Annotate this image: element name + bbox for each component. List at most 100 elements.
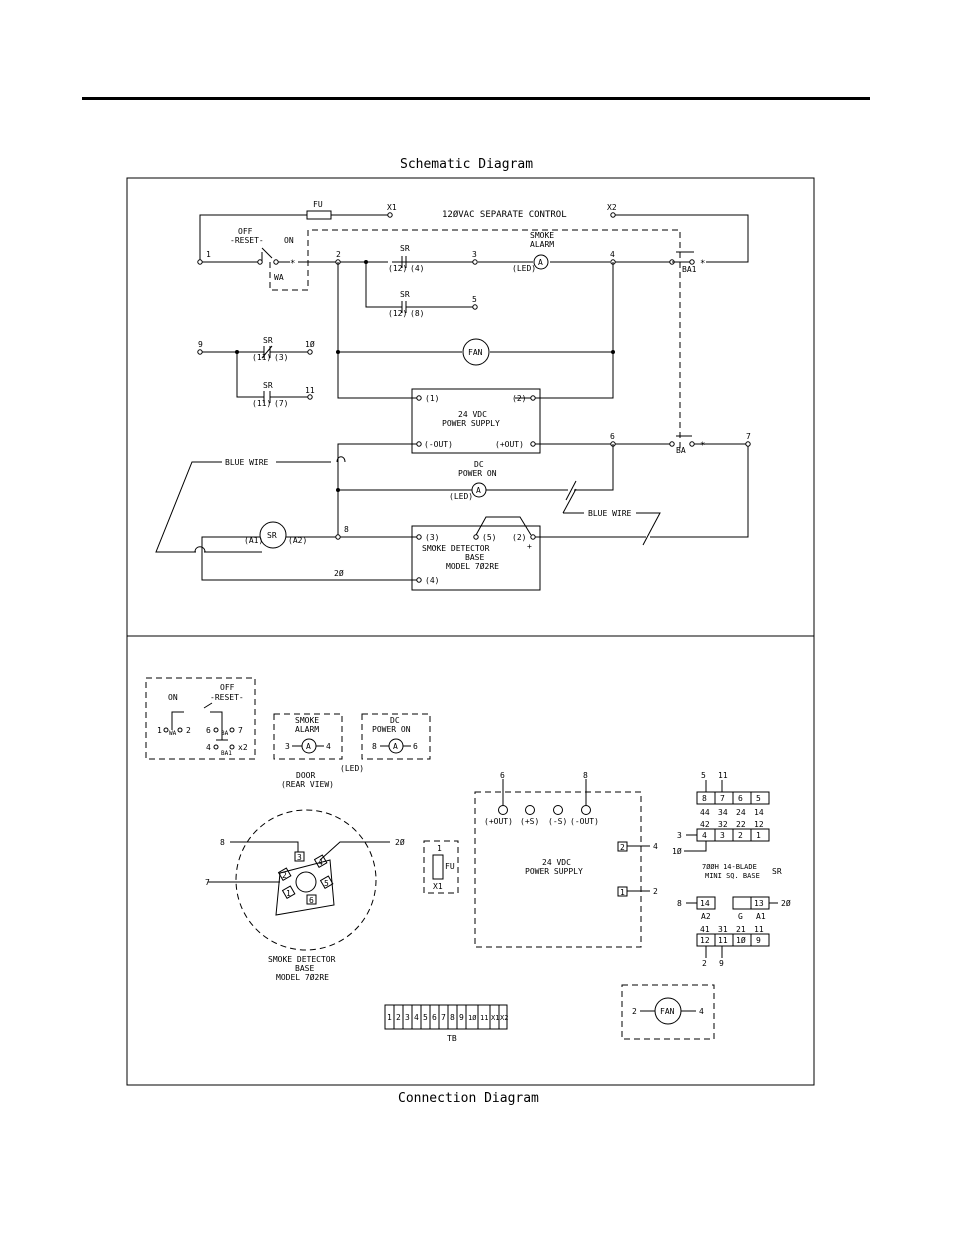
svg-text:1: 1 (387, 1013, 392, 1022)
svg-text:1: 1 (437, 844, 442, 853)
svg-text:(+OUT): (+OUT) (495, 440, 524, 449)
svg-text:(5): (5) (482, 533, 496, 542)
svg-text:2Ø: 2Ø (395, 837, 405, 847)
svg-text:1: 1 (286, 889, 291, 898)
connection-section: ON OFF -RESET- 1 WA 2 6 BA 7 4 BA1 x2 SM… (145, 677, 791, 1043)
svg-text:X1: X1 (433, 882, 443, 891)
svg-text:34: 34 (718, 808, 728, 817)
svg-text:SR: SR (772, 867, 782, 876)
svg-text:3: 3 (677, 831, 682, 840)
svg-text:21: 21 (736, 925, 746, 934)
svg-text:1: 1 (157, 726, 162, 735)
svg-text:14: 14 (754, 808, 764, 817)
svg-text:1: 1 (756, 831, 761, 840)
svg-text:ON: ON (168, 693, 178, 702)
svg-text:SR: SR (263, 381, 273, 390)
svg-text:5: 5 (756, 794, 761, 803)
switch-off-label: OFF (238, 227, 253, 236)
svg-text:4: 4 (699, 1007, 704, 1016)
svg-text:A: A (306, 742, 311, 751)
svg-text:7: 7 (205, 878, 210, 887)
svg-text:11: 11 (718, 936, 728, 945)
svg-text:POWER SUPPLY: POWER SUPPLY (442, 419, 500, 428)
svg-text:(4): (4) (425, 576, 439, 585)
svg-text:(12): (12) (388, 309, 407, 318)
svg-text:FAN: FAN (660, 1007, 675, 1016)
svg-text:13: 13 (754, 899, 764, 908)
svg-text:(7): (7) (274, 399, 288, 408)
svg-text:TB: TB (447, 1034, 457, 1043)
svg-text:(3): (3) (425, 533, 439, 542)
svg-text:G: G (738, 912, 743, 921)
svg-text:*: * (700, 259, 705, 269)
svg-text:4: 4 (702, 831, 707, 840)
svg-text:SMOKE: SMOKE (295, 716, 319, 725)
node-10: 1Ø (305, 339, 315, 349)
svg-text:(2): (2) (512, 533, 526, 542)
svg-text:POWER ON: POWER ON (458, 469, 497, 478)
svg-text:24 VDC: 24 VDC (542, 858, 571, 867)
svg-text:SR: SR (400, 290, 410, 299)
svg-text:(-S): (-S) (548, 817, 567, 826)
svg-text:A2: A2 (701, 912, 711, 921)
svg-text:(-OUT): (-OUT) (424, 440, 453, 449)
svg-text:6: 6 (738, 794, 743, 803)
wa-label: WA (274, 273, 284, 282)
fuse-symbol (306, 210, 332, 220)
svg-text:(+S): (+S) (520, 817, 539, 826)
svg-text:BASE: BASE (295, 964, 314, 973)
connection-frame (126, 635, 815, 1086)
svg-text:2: 2 (632, 1007, 637, 1016)
node-4: 4 (610, 250, 615, 259)
svg-text:ALARM: ALARM (295, 725, 319, 734)
svg-text:DC: DC (474, 460, 484, 469)
svg-text:6: 6 (206, 726, 211, 735)
svg-text:(A2): (A2) (288, 536, 307, 545)
svg-text:9: 9 (719, 959, 724, 968)
svg-text:x2: x2 (238, 743, 248, 752)
svg-text:+: + (527, 542, 532, 551)
svg-text:2: 2 (738, 831, 743, 840)
svg-text:FAN: FAN (468, 348, 483, 357)
svg-text:42: 42 (700, 820, 710, 829)
svg-text:24 VDC: 24 VDC (458, 410, 487, 419)
svg-text:7: 7 (238, 726, 243, 735)
svg-text:FU: FU (445, 862, 455, 871)
svg-text:SMOKE DETECTOR: SMOKE DETECTOR (268, 955, 336, 964)
svg-text:3: 3 (297, 853, 302, 862)
svg-text:BASE: BASE (465, 553, 484, 562)
svg-text:OFF: OFF (220, 683, 235, 692)
svg-text:SR: SR (263, 336, 273, 345)
svg-text:(LED): (LED) (449, 492, 473, 501)
svg-text:(11): (11) (252, 353, 271, 362)
dc-power-lamp (471, 482, 487, 498)
svg-text:3: 3 (405, 1013, 410, 1022)
svg-text:2: 2 (396, 1013, 401, 1022)
svg-text:-RESET-: -RESET- (210, 693, 244, 702)
svg-text:6: 6 (500, 771, 505, 780)
schematic-section: FU X1 X2 12ØVAC SEPARATE CONTROL OFF -RE… (155, 200, 751, 591)
node-5: 5 (472, 295, 477, 304)
svg-text:BA: BA (221, 730, 229, 737)
svg-text:BA1: BA1 (221, 750, 232, 757)
svg-text:8: 8 (677, 899, 682, 908)
svg-text:*: * (700, 441, 705, 451)
svg-text:3: 3 (720, 831, 725, 840)
svg-text:6: 6 (432, 1013, 437, 1022)
node-3: 3 (472, 250, 477, 259)
svg-text:(2): (2) (512, 394, 526, 403)
svg-text:(12): (12) (388, 264, 407, 273)
svg-text:5: 5 (701, 771, 706, 780)
svg-text:9: 9 (756, 936, 761, 945)
smoke-detector-box (411, 525, 541, 591)
conn-fan-box (621, 984, 715, 1040)
svg-text:MODEL 7Ø2RE: MODEL 7Ø2RE (446, 561, 499, 571)
svg-text:4: 4 (318, 858, 323, 867)
node-20: 2Ø (334, 568, 344, 578)
x1-label: X1 (387, 203, 397, 212)
svg-text:(LED): (LED) (340, 764, 364, 773)
svg-text:44: 44 (700, 808, 710, 817)
svg-text:7: 7 (720, 794, 725, 803)
svg-text:8: 8 (450, 1013, 455, 1022)
